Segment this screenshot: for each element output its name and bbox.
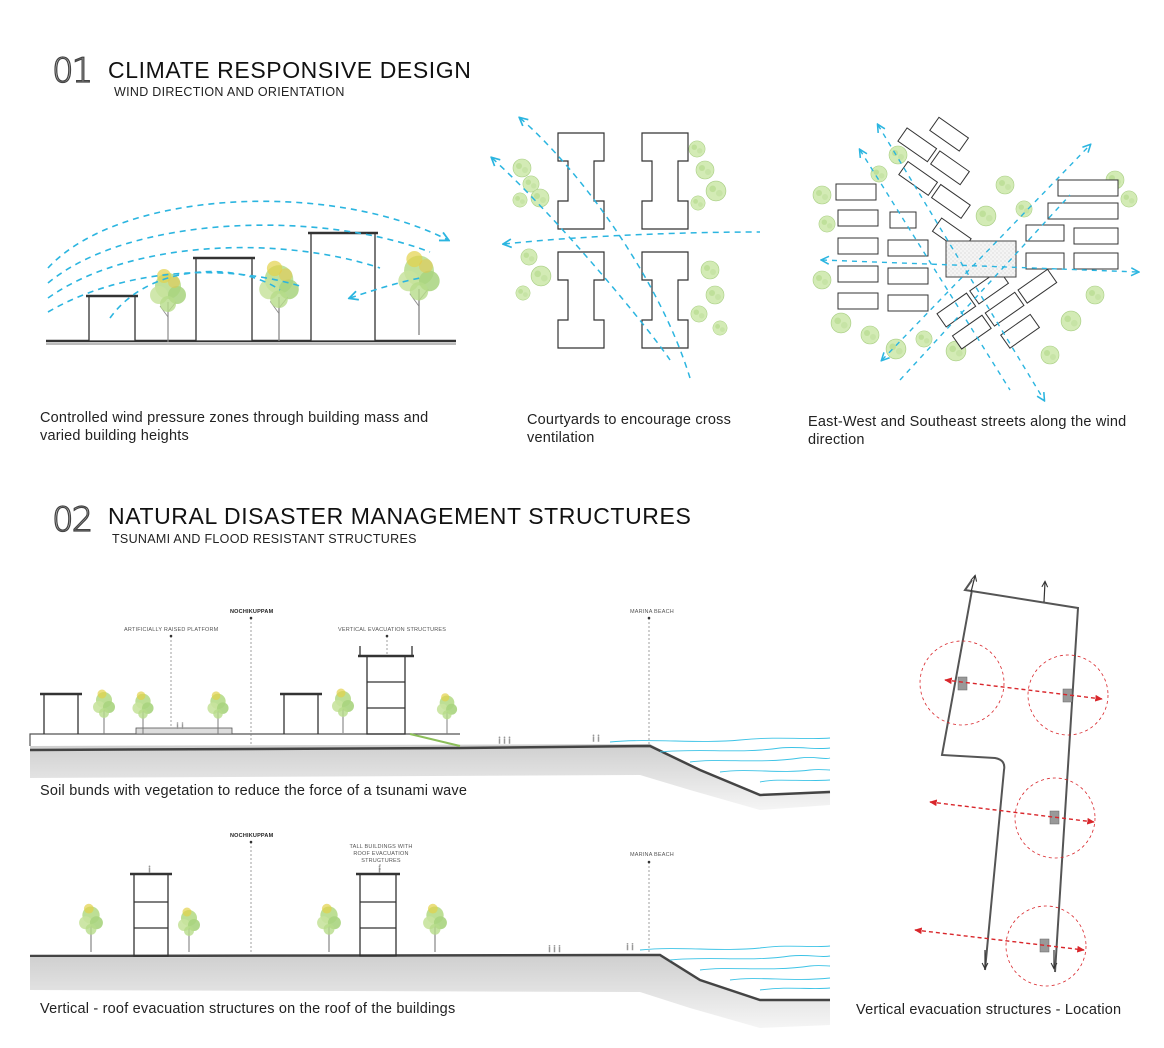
tsunami-section-a bbox=[29, 616, 831, 810]
evacuation-arrow-icon bbox=[914, 677, 1103, 953]
tall-building bbox=[310, 232, 376, 342]
evacuation-radius bbox=[919, 640, 1109, 987]
tree-icon bbox=[78, 903, 104, 953]
low-building bbox=[88, 295, 136, 342]
tree-icon bbox=[422, 903, 448, 953]
tree-icon bbox=[258, 260, 300, 342]
label-marina-beach: MARINA BEACH bbox=[630, 852, 674, 858]
label-tall-buildings: TALL BUILDINGS WITH ROOF EVACUATION STRU… bbox=[349, 844, 413, 864]
label-nochikuppam: NOCHIKUPPAM bbox=[230, 833, 274, 839]
ground-fill bbox=[30, 955, 830, 1028]
caption-street-orientation: East-West and Southeast streets along th… bbox=[808, 414, 1127, 448]
person-icon bbox=[176, 722, 600, 744]
tree-icon bbox=[436, 692, 458, 735]
central-plaza bbox=[945, 240, 1017, 278]
wind-arrow-icon bbox=[822, 125, 1138, 400]
evacuation-location-plan bbox=[914, 576, 1109, 987]
wind-arrow-icon bbox=[492, 118, 761, 379]
wind-mass-diagram bbox=[46, 200, 456, 345]
mid-building bbox=[195, 257, 253, 342]
plan-trees bbox=[512, 140, 728, 336]
tsunami-section-b bbox=[29, 840, 831, 1028]
tree-icon bbox=[316, 903, 342, 953]
tree-icon bbox=[149, 268, 187, 343]
caption-building-mass: Controlled wind pressure zones through b… bbox=[40, 410, 429, 444]
soil-bund bbox=[409, 733, 461, 747]
tree-icon bbox=[177, 906, 201, 953]
caption-evacuation-location: Vertical evacuation structures - Locatio… bbox=[856, 1002, 1122, 1018]
leader-dots bbox=[169, 616, 651, 638]
section-1-subtitle: WIND DIRECTION AND ORIENTATION bbox=[114, 85, 345, 99]
label-raised-platform: ARTIFICIALLY RAISED PLATFORM bbox=[124, 627, 219, 633]
person-icon bbox=[148, 865, 634, 953]
courtyard-diagram bbox=[492, 118, 761, 379]
label-marina-beach: MARINA BEACH bbox=[630, 609, 674, 615]
section-2-title: NATURAL DISASTER MANAGEMENT STRUCTURES bbox=[108, 503, 692, 529]
tree-icon bbox=[397, 250, 441, 336]
section-2-number: 02 bbox=[51, 500, 94, 540]
sea-waves bbox=[639, 945, 831, 991]
tree-icon bbox=[92, 689, 116, 735]
label-vertical-evacuation: VERTICAL EVACUATION STRUCTURES bbox=[338, 627, 447, 633]
sea-waves bbox=[609, 737, 831, 783]
street-orientation-diagram bbox=[812, 116, 1138, 400]
road-arrow bbox=[970, 576, 975, 593]
courtyard-block bbox=[557, 132, 605, 230]
courtyard-block bbox=[641, 132, 689, 230]
raised-platform bbox=[135, 727, 233, 735]
courtyard-block bbox=[641, 251, 689, 349]
evacuation-structure bbox=[957, 676, 1073, 953]
section-buildings bbox=[40, 646, 414, 735]
leader-dots bbox=[249, 840, 651, 864]
section-1-number: 01 bbox=[51, 51, 94, 91]
courtyard-block bbox=[557, 251, 605, 349]
wind-arrow-icon bbox=[47, 200, 448, 319]
label-nochikuppam: NOCHIKUPPAM bbox=[230, 609, 274, 615]
leader-lines bbox=[250, 842, 650, 954]
caption-roof-evacuation: Vertical - roof evacuation structures on… bbox=[40, 1001, 456, 1017]
section-1-title: CLIMATE RESPONSIVE DESIGN bbox=[108, 57, 472, 83]
caption-soil-bunds: Soil bunds with vegetation to reduce the… bbox=[40, 783, 468, 799]
section-buildings bbox=[130, 872, 400, 957]
tree-icon bbox=[331, 687, 355, 734]
section-2-subtitle: TSUNAMI AND FLOOD RESISTANT STRUCTURES bbox=[112, 532, 417, 546]
ground-fill bbox=[30, 744, 830, 810]
leader-lines bbox=[170, 618, 650, 744]
caption-courtyards: Courtyards to encourage cross ventilatio… bbox=[527, 412, 732, 446]
road-arrow bbox=[1044, 582, 1045, 603]
